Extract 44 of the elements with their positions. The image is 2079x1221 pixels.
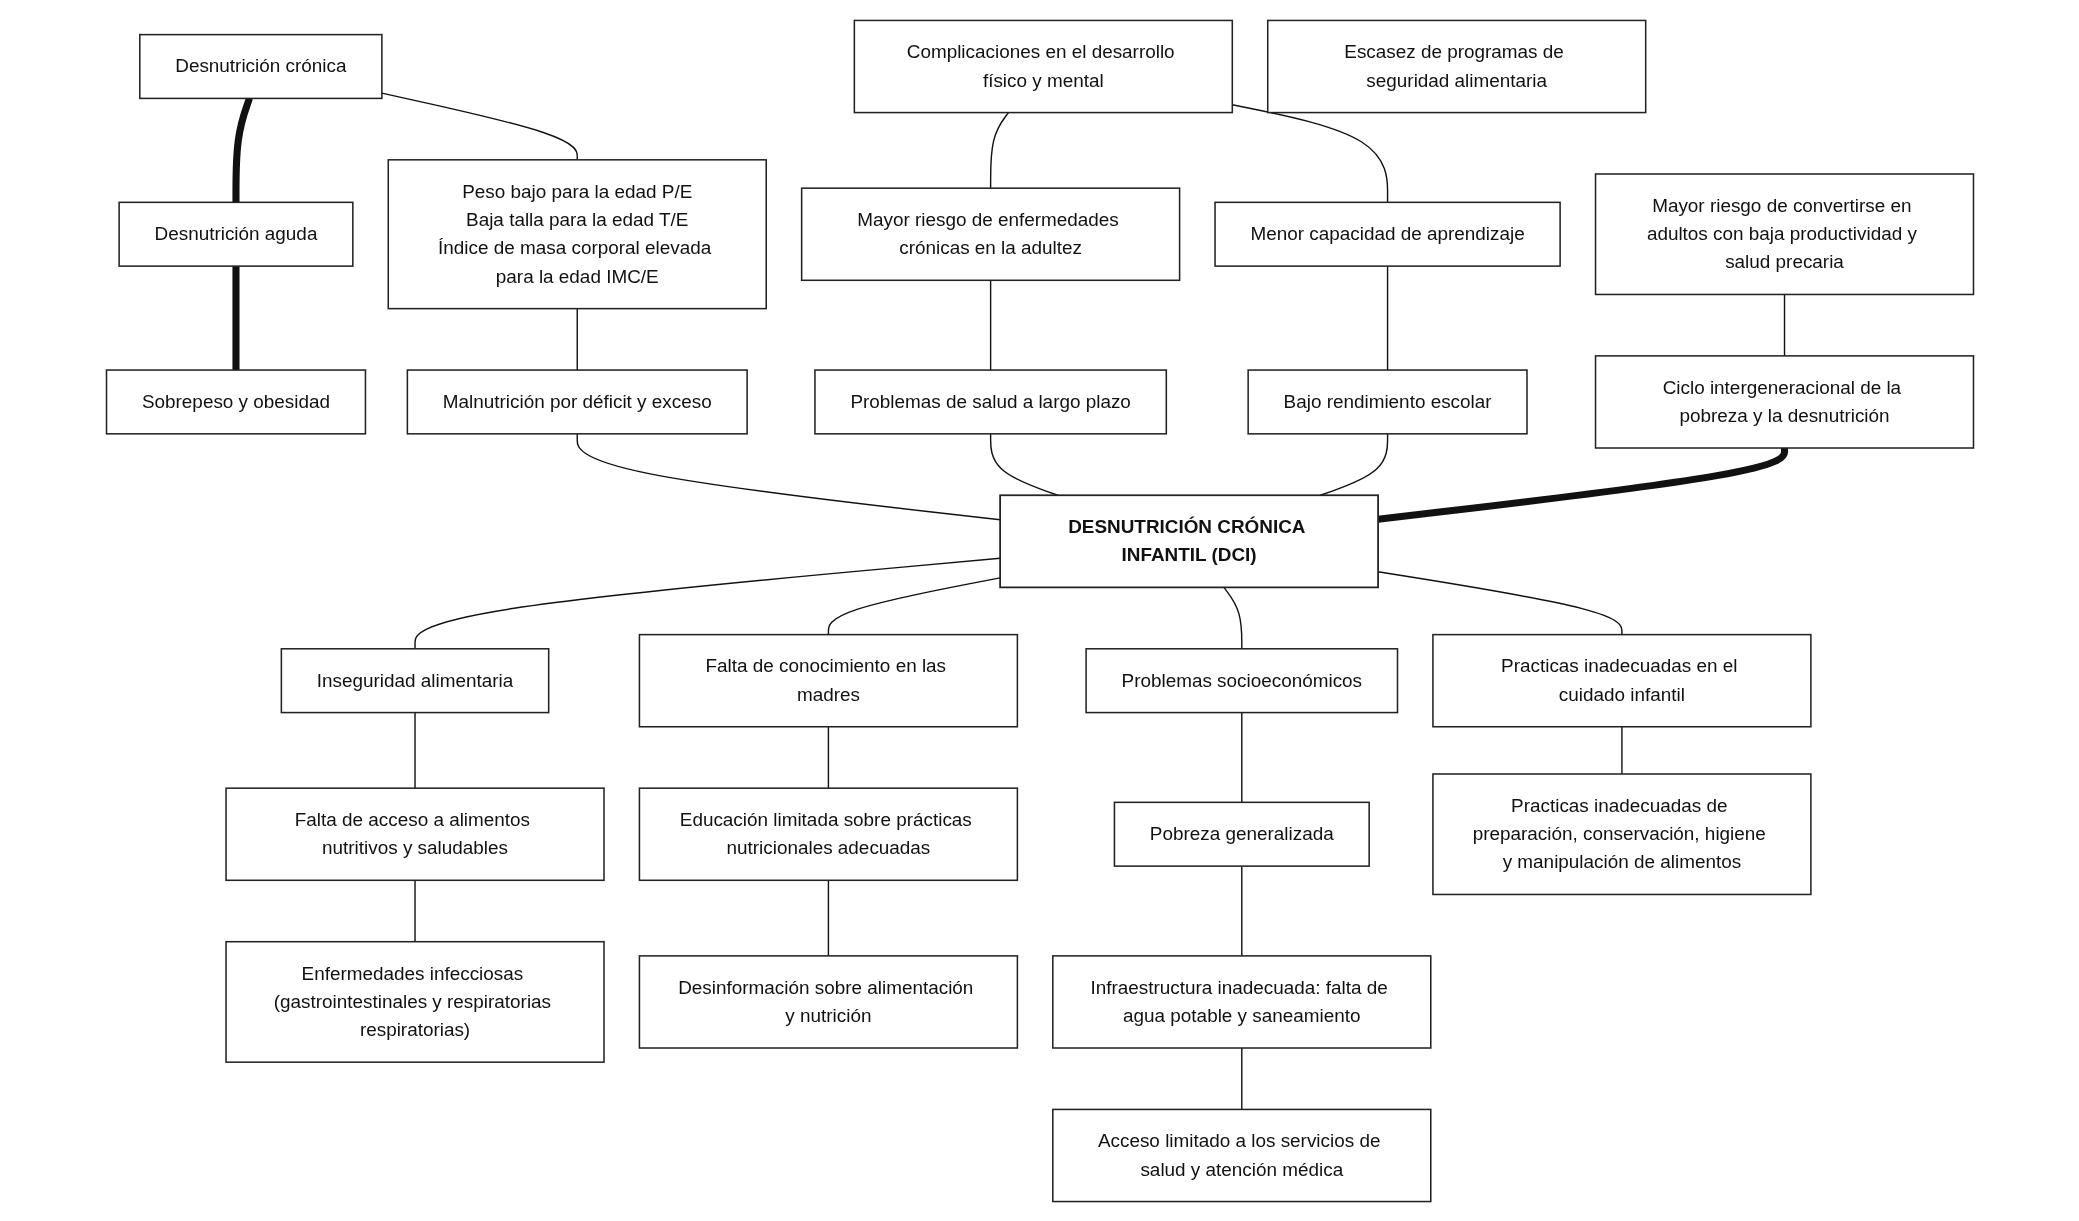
connector (413, 711, 416, 789)
connector (1231, 103, 1388, 203)
connector (1377, 447, 1788, 523)
connector (1620, 725, 1623, 775)
connector (413, 879, 416, 942)
node-box: Educación limitada sobre prácticas nutricionales adecuadas (638, 786, 1018, 881)
connector (231, 96, 253, 202)
node-box: DESNUTRICIÓN CRÓNICA INFANTIL (DCI) (998, 493, 1379, 588)
node-box: Practicas inadecuadas de preparación, conservación, higiene y manipulación de alimentos (1431, 772, 1812, 895)
node-box: Bajo rendimiento escolar (1246, 368, 1528, 435)
node-box: Inseguridad alimentaria (280, 647, 549, 713)
node-box: Problemas de salud a largo plazo (813, 368, 1167, 435)
node-box: Sobrepeso y obesidad (105, 368, 366, 435)
connector (1240, 864, 1242, 957)
node-box: Practicas inadecuadas en el cuidado infantil (1431, 633, 1812, 727)
node-box: Peso bajo para la edad P/E Baja talla para la edad T/E Índice de masa corporal elevada para la edad IMC/E (387, 158, 767, 309)
connector (989, 111, 1009, 189)
node-box: Pobreza generalizada (1113, 801, 1370, 867)
connector (1783, 293, 1785, 357)
connector (827, 879, 829, 957)
connector (231, 265, 240, 370)
connector (1222, 586, 1242, 649)
node-box: Falta de conocimiento en las madres (638, 633, 1018, 727)
node-box: Escasez de programas de seguridad alimentaria (1266, 19, 1646, 113)
node-box: Desinformación sobre alimentación y nutrición (638, 954, 1018, 1049)
connector (576, 307, 578, 371)
connector (989, 279, 991, 371)
node-box: Falta de acceso a alimentos nutritivos y saludables (224, 786, 605, 881)
node-box: Enfermedades infecciosas (gastrointestinales y respiratorias respiratorias) (224, 940, 605, 1063)
connector (827, 725, 829, 789)
node-box: Desnutrición aguda (117, 201, 354, 267)
connector (1240, 711, 1242, 803)
connector (1386, 264, 1388, 371)
node-box: Menor capacidad de aprendizaje (1213, 201, 1561, 267)
node-box: Infraestructura inadecuada: falta de agua potable y saneamiento (1051, 954, 1432, 1049)
node-box: Problemas socioeconómicos (1084, 647, 1398, 713)
node-box: Malnutrición por déficit y exceso (406, 368, 748, 435)
node-box: Mayor riesgo de enfermedades crónicas en la adultez (800, 186, 1180, 281)
node-box: Acceso limitado a los servicios de salud y atención médica (1051, 1108, 1432, 1202)
connector (1240, 1046, 1242, 1110)
node-box: Desnutrición crónica (138, 33, 383, 99)
node-box: Complicaciones en el desarrollo físico y mental (853, 19, 1233, 113)
node-box: Ciclo intergeneracional de la pobreza y la desnutrición (1594, 354, 1974, 449)
node-box: Mayor riesgo de convertirse en adultos con baja productividad y salud precaria (1594, 172, 1974, 295)
